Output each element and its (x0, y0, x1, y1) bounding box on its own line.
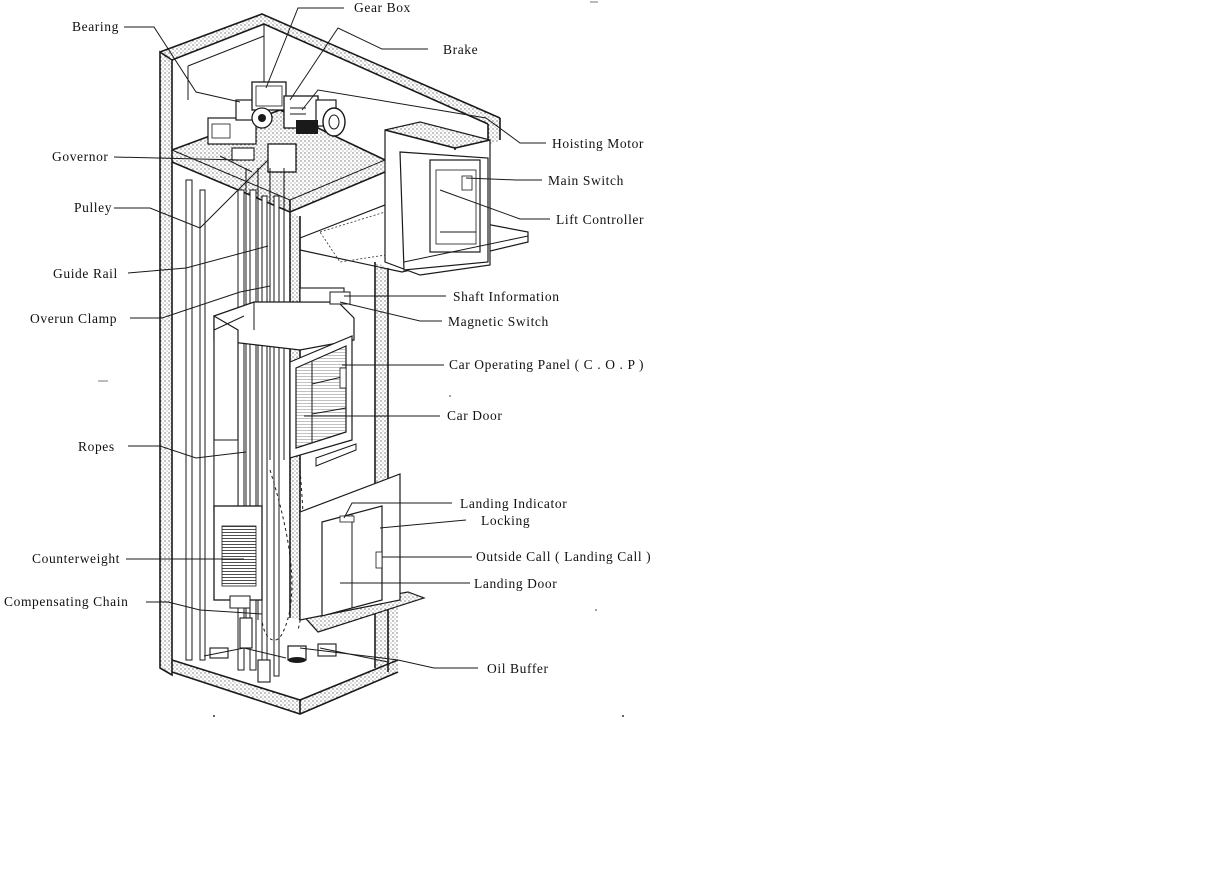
hoistway-components (185, 168, 401, 683)
traction-machine (207, 81, 346, 173)
leader-lines (113, 7, 550, 669)
label-governor: Governor (52, 149, 109, 164)
label-magnetic-switch: Magnetic Switch (448, 314, 549, 329)
label-hoisting-motor: Hoisting Motor (552, 136, 644, 151)
label-shaft-information: Shaft Information (453, 289, 560, 304)
scan-specks (98, 1, 624, 717)
label-car-operating-panel: Car Operating Panel ( C . O . P ) (449, 357, 644, 372)
label-outside-call: Outside Call ( Landing Call ) (476, 549, 651, 564)
label-car-door: Car Door (447, 408, 502, 423)
label-pulley: Pulley (74, 200, 112, 215)
labels: Bearing Gear Box Brake Hoisting Motor Go… (4, 0, 651, 676)
lift-controller-cabinet (384, 121, 529, 276)
label-locking: Locking (481, 513, 530, 528)
label-counterweight: Counterweight (32, 551, 120, 566)
label-oil-buffer: Oil Buffer (487, 661, 549, 676)
label-brake: Brake (443, 42, 478, 57)
label-compensating-chain: Compensating Chain (4, 594, 128, 609)
label-landing-door: Landing Door (474, 576, 557, 591)
label-gear-box: Gear Box (354, 0, 411, 15)
label-ropes: Ropes (78, 439, 115, 454)
label-lift-controller: Lift Controller (556, 212, 644, 227)
label-bearing: Bearing (72, 19, 119, 34)
label-landing-indicator: Landing Indicator (460, 496, 567, 511)
label-guide-rail: Guide Rail (53, 266, 118, 281)
label-main-switch: Main Switch (548, 173, 624, 188)
label-overun-clamp: Overun Clamp (30, 311, 117, 326)
